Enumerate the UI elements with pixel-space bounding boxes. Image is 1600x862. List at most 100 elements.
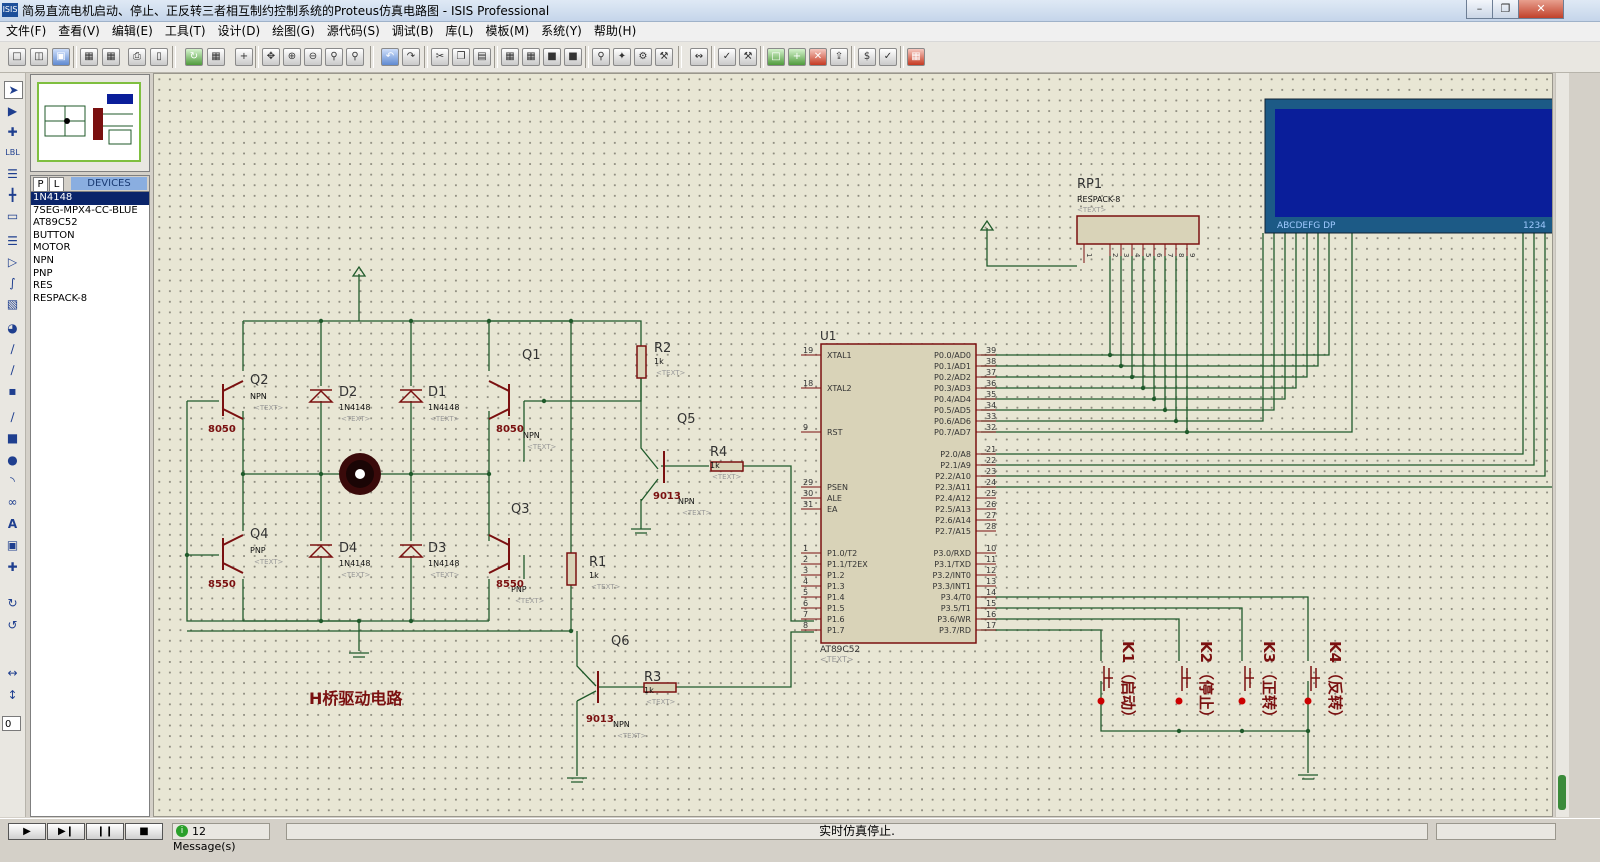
device-item-button[interactable]: BUTTON: [33, 229, 75, 241]
step-button[interactable]: ▶❙: [47, 823, 85, 840]
tape-recorder-icon[interactable]: ▧: [6, 297, 19, 311]
path-tool-icon[interactable]: ∞: [7, 495, 18, 509]
voltage-probe-icon[interactable]: ∕: [10, 342, 15, 356]
print-icon[interactable]: ⎙: [128, 48, 146, 66]
device-item-at89c52[interactable]: AT89C52: [33, 217, 78, 229]
menu-source[interactable]: 源代码(S): [326, 24, 380, 38]
new-file-icon[interactable]: □: [8, 48, 26, 66]
block-delete-icon[interactable]: ■: [564, 48, 582, 66]
overview-window[interactable]: [30, 74, 150, 172]
text-script-icon[interactable]: ☰: [7, 167, 18, 181]
zoom-in-icon[interactable]: ⊕: [283, 48, 301, 66]
terminals-icon[interactable]: ☰: [7, 234, 18, 248]
rotation-angle-field[interactable]: 0: [2, 716, 21, 731]
cut-icon[interactable]: ✂: [431, 48, 449, 66]
library-manager-button[interactable]: L: [49, 177, 64, 192]
mirror-horizontal-icon[interactable]: ↔: [7, 666, 18, 680]
rotate-clockwise-icon[interactable]: ↻: [7, 596, 18, 610]
menu-library[interactable]: 库(L): [445, 24, 474, 38]
copy-icon[interactable]: ❐: [452, 48, 470, 66]
device-pins-icon[interactable]: ▷: [7, 255, 18, 269]
goto-parent-icon[interactable]: ⇪: [830, 48, 848, 66]
graph-mode-icon[interactable]: ∫: [9, 276, 16, 290]
grid-icon[interactable]: ▦: [207, 48, 225, 66]
virtual-instruments-icon[interactable]: ▪: [8, 384, 17, 398]
menu-graph[interactable]: 绘图(G): [272, 24, 315, 38]
current-probe-icon[interactable]: ∕: [10, 363, 15, 377]
menu-system[interactable]: 系统(Y): [541, 24, 582, 38]
zoom-area-icon[interactable]: ⚲: [346, 48, 364, 66]
refresh-icon[interactable]: ↻: [185, 48, 203, 66]
circle-tool-icon[interactable]: ●: [7, 453, 18, 467]
block-rotate-icon[interactable]: ■: [543, 48, 561, 66]
line-tool-icon[interactable]: ∕: [10, 410, 15, 424]
selection-mode-icon[interactable]: ➤: [4, 81, 23, 99]
pick-device-icon[interactable]: ⚲: [592, 48, 610, 66]
device-item-res[interactable]: RES: [33, 280, 53, 292]
subcircuit-icon[interactable]: ▭: [6, 209, 19, 223]
pan-icon[interactable]: ✥: [262, 48, 280, 66]
block-copy-icon[interactable]: ▦: [501, 48, 519, 66]
box-tool-icon[interactable]: ■: [6, 431, 19, 445]
symbol-tool-icon[interactable]: ▣: [6, 538, 19, 552]
electrical-check-icon[interactable]: ✓: [879, 48, 897, 66]
undo-icon[interactable]: ↶: [381, 48, 399, 66]
decompose-icon[interactable]: ⚒: [655, 48, 673, 66]
vertical-scrollbar[interactable]: [1555, 73, 1569, 817]
new-sheet-icon[interactable]: □: [767, 48, 785, 66]
origin-icon[interactable]: +: [235, 48, 253, 66]
junction-dot-icon[interactable]: ✚: [7, 125, 18, 139]
menu-debug[interactable]: 调试(B): [391, 24, 434, 38]
menu-edit[interactable]: 编辑(E): [111, 24, 153, 38]
pick-devices-button[interactable]: P: [33, 177, 48, 192]
component-mode-icon[interactable]: ▶: [7, 104, 18, 118]
wire-autorouter-icon[interactable]: ↭: [690, 48, 708, 66]
add-sheet-icon[interactable]: +: [788, 48, 806, 66]
mark-area-icon[interactable]: ▯: [150, 48, 168, 66]
arc-tool-icon[interactable]: ◝: [10, 474, 15, 488]
search-tag-icon[interactable]: ✓: [718, 48, 736, 66]
close-button[interactable]: ✕: [1518, 0, 1564, 19]
block-move-icon[interactable]: ▦: [522, 48, 540, 66]
device-item-1n4148[interactable]: 1N4148: [31, 192, 149, 205]
zoom-out-icon[interactable]: ⊖: [304, 48, 322, 66]
paste-icon[interactable]: ▤: [473, 48, 491, 66]
menu-file[interactable]: 文件(F): [6, 24, 47, 38]
text-tool-icon[interactable]: A: [7, 517, 18, 531]
play-button[interactable]: ▶: [8, 823, 46, 840]
rotate-anticlockwise-icon[interactable]: ↺: [7, 618, 18, 632]
menu-help[interactable]: 帮助(H): [593, 24, 637, 38]
maximize-button[interactable]: ❐: [1492, 0, 1519, 19]
device-item-7seg[interactable]: 7SEG-MPX4-CC-BLUE: [33, 204, 138, 216]
menu-view[interactable]: 查看(V): [58, 24, 100, 38]
buses-icon[interactable]: ╋: [8, 188, 17, 202]
remove-sheet-icon[interactable]: ✕: [809, 48, 827, 66]
menu-template[interactable]: 模板(M): [485, 24, 530, 38]
mirror-vertical-icon[interactable]: ↕: [7, 688, 18, 702]
make-device-icon[interactable]: ✦: [613, 48, 631, 66]
button-contact-icon[interactable]: [1175, 697, 1183, 705]
device-item-respack[interactable]: RESPACK-8: [33, 292, 88, 304]
minimize-button[interactable]: –: [1466, 0, 1493, 19]
button-contact-icon[interactable]: [1304, 697, 1312, 705]
redo-icon[interactable]: ↷: [402, 48, 420, 66]
generator-icon[interactable]: ◕: [7, 321, 18, 335]
menu-tools[interactable]: 工具(T): [164, 24, 206, 38]
netlist-to-ares-icon[interactable]: ▦: [907, 48, 925, 66]
zoom-all-icon[interactable]: ⚲: [325, 48, 343, 66]
export-section-icon[interactable]: ▦: [102, 48, 120, 66]
packaging-tool-icon[interactable]: ⚙: [634, 48, 652, 66]
button-contact-icon[interactable]: [1238, 697, 1246, 705]
marker-tool-icon[interactable]: ✚: [7, 560, 18, 574]
menu-design[interactable]: 设计(D): [217, 24, 261, 38]
save-icon[interactable]: ▣: [52, 48, 70, 66]
property-tool-icon[interactable]: ⚒: [739, 48, 757, 66]
open-folder-icon[interactable]: ◫: [30, 48, 48, 66]
bill-of-materials-icon[interactable]: $: [858, 48, 876, 66]
device-item-pnp[interactable]: PNP: [33, 267, 53, 279]
import-section-icon[interactable]: ▦: [80, 48, 98, 66]
device-item-motor[interactable]: MOTOR: [33, 242, 71, 254]
